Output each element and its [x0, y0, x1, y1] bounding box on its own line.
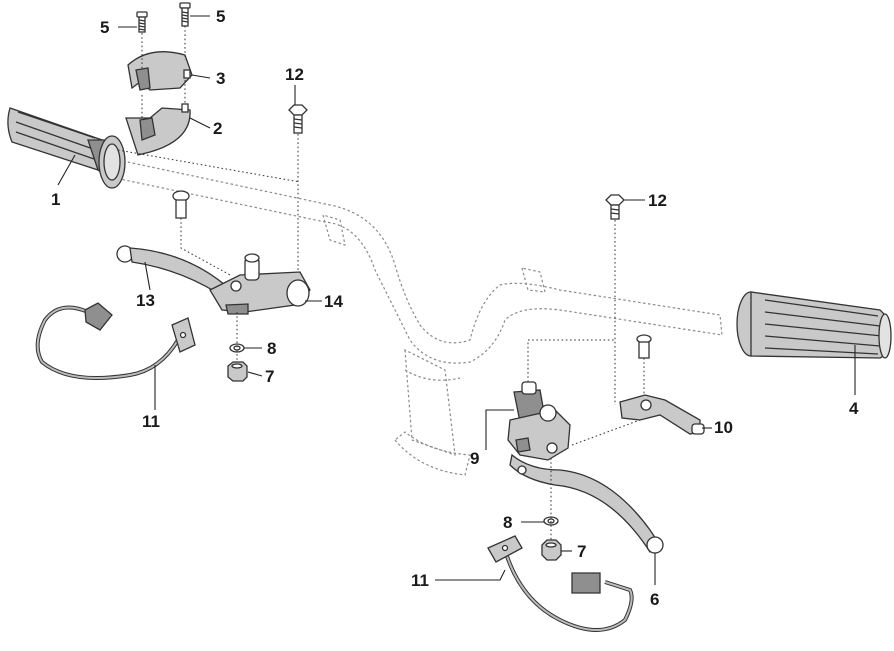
callout-8-washer-right: 8 — [503, 513, 513, 532]
callout-leaders — [57, 15, 856, 585]
callout-12-bolt-right: 12 — [648, 191, 667, 210]
callout-11-wire-right: 11 — [411, 571, 429, 590]
callout-12-bolt-left: 12 — [285, 65, 304, 84]
brake-light-switch — [619, 394, 705, 435]
nut-left — [227, 361, 248, 382]
left-grip — [7, 107, 126, 189]
callout-7-nut-left: 7 — [265, 367, 275, 386]
callout-13-left-lever: 13 — [136, 291, 155, 310]
bolt-left — [288, 104, 308, 134]
front-brake-lever — [509, 453, 664, 554]
callout-4-right-grip: 4 — [849, 399, 859, 418]
screw-right — [179, 2, 191, 27]
assembly-guide-lines — [117, 26, 645, 540]
switch-wire-right — [487, 535, 634, 632]
callout-9-master-cylinder: 9 — [470, 449, 480, 468]
callout-6-front-brake-lever: 6 — [650, 590, 660, 609]
callout-10-brake-light-switch: 10 — [714, 418, 733, 437]
right-grip — [736, 291, 892, 359]
callout-14-left-bracket: 14 — [324, 292, 343, 311]
pivot-pin-right — [636, 334, 652, 359]
bolt-right — [605, 194, 625, 220]
handlebar-ghost-outline — [114, 159, 723, 476]
switch-housing-lower — [125, 103, 191, 156]
callout-11-wire-left: 11 — [142, 412, 160, 431]
pivot-pin-left — [172, 190, 190, 219]
callout-5-screw-left: 5 — [100, 18, 110, 37]
callout-3-switch-housing-upper: 3 — [216, 69, 226, 88]
screw-left — [136, 11, 148, 33]
nut-right — [541, 539, 562, 561]
callout-1-left-grip: 1 — [51, 190, 61, 209]
callout-5-screw-right: 5 — [216, 7, 226, 26]
callout-8-washer-left: 8 — [267, 339, 277, 358]
callout-7-nut-right: 7 — [577, 542, 587, 561]
left-lever-bracket — [209, 253, 311, 315]
brake-master-cylinder — [507, 381, 571, 461]
switch-wire-left — [35, 302, 196, 381]
switch-housing-upper — [127, 51, 193, 91]
callout-2-switch-housing-lower: 2 — [213, 119, 223, 138]
